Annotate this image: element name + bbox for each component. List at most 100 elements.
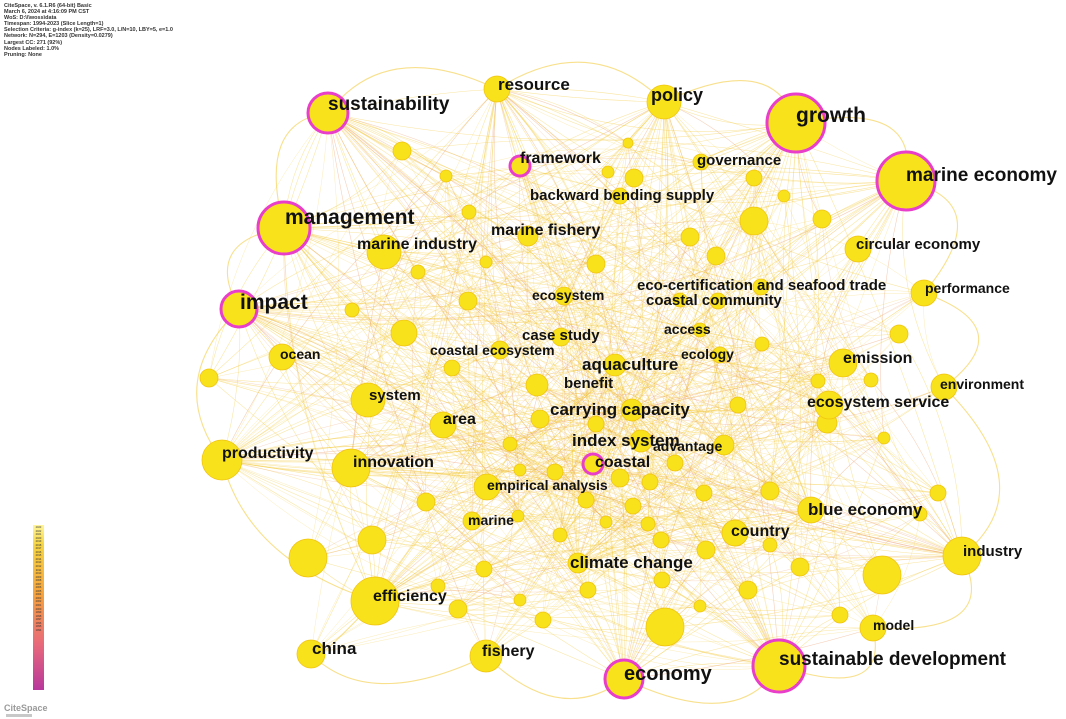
co-occurrence-edge <box>577 101 669 564</box>
keyword-node-aquaculture <box>603 353 627 377</box>
co-occurrence-edge <box>467 300 616 366</box>
co-occurrence-edge <box>663 101 872 381</box>
co-occurrence-edge <box>870 379 963 557</box>
co-occurrence-edge <box>445 122 797 177</box>
co-occurrence-edge <box>238 302 616 366</box>
co-occurrence-edge <box>283 227 376 602</box>
keyword-node <box>479 255 493 269</box>
co-occurrence-edge <box>577 380 819 564</box>
co-occurrence-edge <box>664 343 763 628</box>
co-occurrence-edge <box>208 332 405 379</box>
keyword-node <box>552 527 568 543</box>
keyword-node <box>599 515 613 529</box>
co-occurrence-edge <box>485 523 649 657</box>
co-occurrence-edge <box>238 308 701 331</box>
co-occurrence-edge <box>238 308 841 616</box>
co-occurrence-edge <box>401 139 907 182</box>
co-occurrence-edge <box>799 362 844 568</box>
co-occurrence-edge <box>539 101 665 420</box>
co-occurrence-edge <box>310 549 707 655</box>
co-occurrence-edge <box>471 520 579 564</box>
co-occurrence-edge <box>403 236 691 334</box>
co-occurrence-edge <box>496 88 736 534</box>
co-occurrence-edge <box>560 336 780 667</box>
co-occurrence-edge <box>467 300 721 357</box>
co-occurrence-edge <box>592 380 819 465</box>
co-occurrence-edge <box>238 211 470 310</box>
co-occurrence-edge <box>283 227 488 488</box>
co-occurrence-edge <box>417 271 642 442</box>
co-occurrence-edge <box>577 562 780 667</box>
co-occurrence-edge <box>631 404 739 414</box>
label-backward: backward bending supply <box>530 186 715 204</box>
co-occurrence-edge <box>238 308 780 667</box>
legend-year: 2009 <box>35 575 42 579</box>
co-occurrence-edge <box>496 88 629 144</box>
co-occurrence-edge <box>782 122 812 511</box>
co-occurrence-edge <box>371 122 797 541</box>
co-occurrence-edge <box>519 469 666 628</box>
co-occurrence-edge <box>649 481 780 667</box>
co-occurrence-edge <box>327 112 589 591</box>
co-occurrence-edge <box>627 142 801 568</box>
co-occurrence-edge <box>238 122 797 310</box>
co-occurrence-edge <box>221 404 739 461</box>
label-coastal-community: coastal community <box>646 291 782 309</box>
co-occurrence-edge <box>614 195 623 366</box>
co-occurrence-edge <box>437 349 501 587</box>
co-occurrence-edge <box>737 180 907 406</box>
co-occurrence-edge <box>350 261 487 469</box>
label-innovation: innovation <box>353 454 434 472</box>
co-occurrence-edge <box>496 88 780 667</box>
co-occurrence-edge <box>563 295 625 680</box>
co-occurrence-edge <box>221 251 385 461</box>
keyword-node-innovation <box>331 448 371 488</box>
co-occurrence-edge <box>383 251 762 288</box>
label-blue-economy: blue economy <box>808 499 923 519</box>
legend-year: 2003 <box>35 596 42 600</box>
co-occurrence-edge <box>383 251 963 557</box>
keyword-node <box>586 254 606 274</box>
co-occurrence-edge <box>519 300 719 601</box>
keyword-node-growth <box>765 92 827 154</box>
co-occurrence-edge <box>379 251 427 503</box>
co-occurrence-edge <box>374 463 594 602</box>
co-occurrence-edge <box>451 367 771 546</box>
keyword-node <box>680 227 700 247</box>
co-occurrence-edge <box>371 88 498 541</box>
co-occurrence-edge <box>208 112 329 379</box>
co-occurrence-edge <box>627 142 812 511</box>
co-occurrence-edge <box>283 165 907 229</box>
co-occurrence-edge <box>307 516 963 559</box>
co-occurrence-edge <box>403 332 579 564</box>
keyword-node <box>640 516 656 532</box>
legend-year: 2002 <box>35 600 42 604</box>
co-occurrence-edge <box>403 332 633 411</box>
co-occurrence-edge <box>468 211 651 483</box>
co-occurrence-edge <box>486 486 841 616</box>
co-occurrence-edge <box>457 534 561 610</box>
co-occurrence-edge <box>496 88 739 406</box>
co-occurrence-edge <box>769 122 797 492</box>
keyword-node <box>475 560 493 578</box>
co-occurrence-edge <box>753 220 874 629</box>
co-occurrence-edge <box>417 271 771 546</box>
keyword-node <box>754 336 770 352</box>
legend-year: 1995 <box>35 625 42 629</box>
label-model: model <box>873 617 915 634</box>
info-line: March 6, 2024 at 4:16:09 PM CST <box>4 9 90 16</box>
co-occurrence-edge <box>778 195 801 667</box>
keyword-node-case-study <box>551 327 571 347</box>
co-occurrence-edge <box>631 409 707 551</box>
co-occurrence-edge <box>383 236 691 264</box>
co-occurrence-edge <box>631 380 819 411</box>
co-occurrence-edge <box>283 122 797 230</box>
co-occurrence-edge <box>327 112 780 667</box>
co-occurrence-edge <box>649 343 763 483</box>
co-occurrence-edge <box>559 292 925 536</box>
co-occurrence-edge <box>350 467 883 576</box>
hull-edge <box>496 61 665 103</box>
co-occurrence-edge <box>700 161 785 197</box>
hull-edge <box>943 386 1001 557</box>
